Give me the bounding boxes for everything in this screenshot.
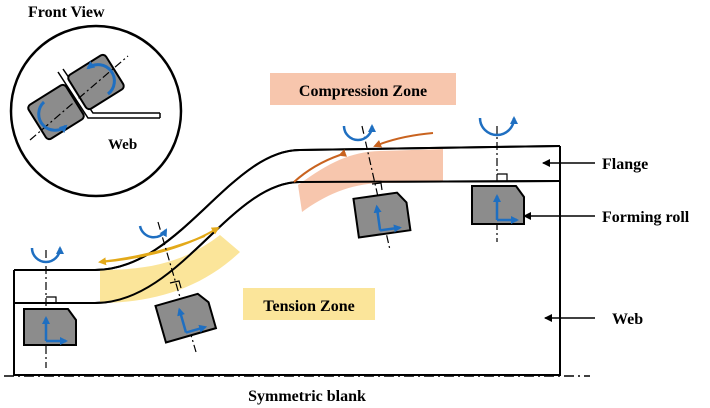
forming-roll-1 [23, 246, 77, 368]
tension-zone-label: Tension Zone [243, 288, 375, 320]
rotation-arrow-4-icon [478, 116, 518, 137]
flange-callout: Flange [542, 156, 648, 173]
forming-roll-2 [138, 221, 218, 353]
svg-text:Forming roll: Forming roll [602, 209, 690, 226]
rotation-arrow-2-icon [138, 225, 168, 239]
svg-text:Compression Zone: Compression Zone [299, 83, 427, 100]
svg-text:Flange: Flange [602, 156, 648, 173]
web-callout: Web [544, 311, 643, 328]
forming-roll-callout: Forming roll [523, 209, 690, 226]
front-view-inset: Web [9, 24, 183, 198]
forming-roll-4 [471, 116, 525, 242]
compression-arrow-left [293, 149, 347, 183]
front-rotation-right-icon [86, 61, 116, 96]
svg-text:Web: Web [612, 311, 643, 328]
symmetric-blank-label: Symmetric blank [248, 388, 366, 405]
tension-arrow-left [98, 235, 206, 266]
tension-zone-fill [100, 235, 240, 303]
rotation-arrow-1-icon [30, 246, 64, 264]
front-rotation-left-icon [37, 100, 68, 134]
front-view-title: Front View [28, 4, 105, 21]
compression-zone-fill [298, 149, 443, 212]
compression-zone-label: Compression Zone [270, 73, 456, 105]
front-web-label: Web [108, 137, 137, 153]
rotation-arrow-3-icon [342, 124, 376, 142]
compression-arrow-right [373, 132, 434, 148]
svg-text:Tension Zone: Tension Zone [263, 298, 354, 315]
forming-roll-3 [342, 124, 412, 251]
